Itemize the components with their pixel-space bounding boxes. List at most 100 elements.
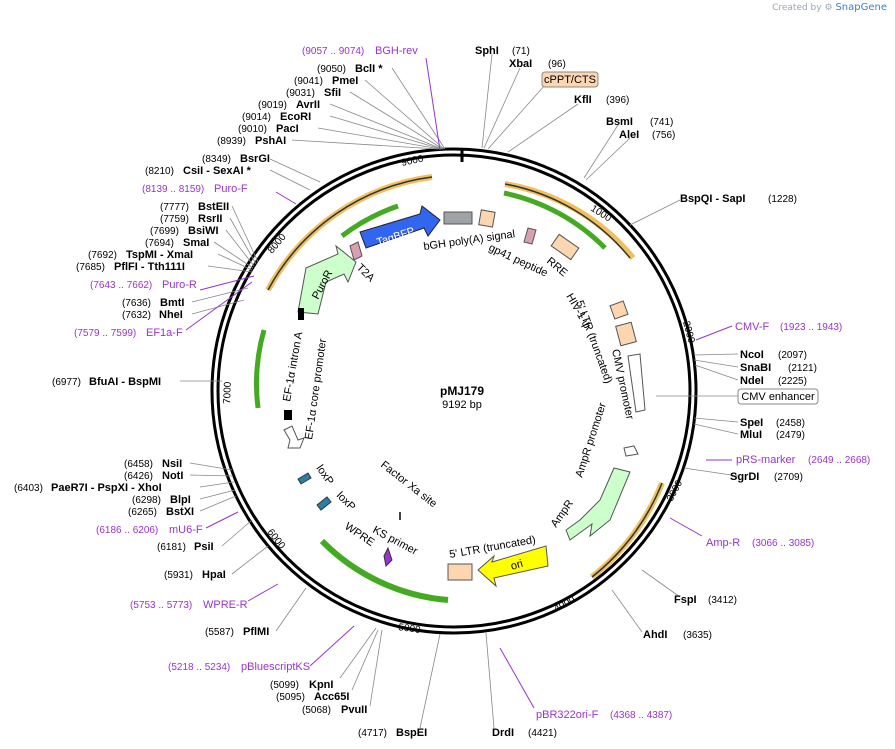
enzyme-ahdi: AhdI [643, 629, 667, 641]
snapgene-credit: Created by ⚙ SnapGene [772, 2, 887, 13]
enzyme-noti-pos: (6426) [124, 471, 153, 482]
enzyme-pmei-pos: (9041) [294, 76, 323, 87]
puror-arrow [297, 244, 357, 315]
enzyme-bsteii-pos: (7777) [160, 202, 189, 213]
enzyme-sgrdi: SgrDI [730, 471, 759, 483]
enzyme-snabi-pos: (2121) [788, 363, 817, 374]
ks-primer-mark [383, 546, 393, 568]
t2a-block [349, 241, 363, 261]
enzyme-avrii-pos: (9019) [258, 100, 287, 111]
enzyme-bcli-pos: (9050) [317, 64, 346, 75]
primer-puro-f-pos: (8139 .. 8159) [142, 184, 204, 195]
enzyme-pflmi: PflMI [243, 626, 269, 638]
enzyme-bsrgi-pos: (8349) [202, 154, 231, 165]
enzyme-paci-pos: (9010) [238, 124, 267, 135]
primer-prs-marker-pos: (2649 .. 2668) [808, 455, 870, 466]
enzyme-hpai: HpaI [202, 569, 226, 581]
enzyme-tspmi-xmai: TspMI - XmaI [126, 249, 193, 261]
ltr5-top-label: 5' LTR (truncated) [573, 299, 614, 385]
enzyme-pmei: PmeI [332, 75, 358, 87]
cmv-enhancer-label-box [737, 388, 819, 405]
primer-leader-lines [185, 57, 733, 709]
enzyme-ndei-pos: (2225) [778, 376, 807, 387]
cmv-enhancer-label: CMV enhancer [741, 391, 815, 403]
primer-pbluescriptks: pBluescriptKS [241, 661, 310, 673]
enzyme-pflfi-tth111i: PflFI - Tth111I [114, 261, 185, 273]
ampr-promoter-label: AmpR promoter [573, 401, 609, 479]
primer-pbr322ori-f: pBR322ori-F [536, 709, 599, 721]
green-arc-left-top [340, 203, 399, 238]
ori-arrow [477, 545, 549, 588]
primer-ef1a-f: EF1a-F [146, 327, 183, 339]
plasmid-size: 9192 bp [442, 399, 482, 411]
enzyme-sphi-pos: (71) [512, 46, 530, 57]
enzyme-bsteii: BstEII [198, 201, 229, 213]
primer-wpre-r-pos: (5753 .. 5773) [130, 600, 192, 611]
enzyme-rsrii: RsrII [198, 213, 222, 225]
enzyme-nhei: NheI [159, 309, 183, 321]
enzyme-bspqi-sapi: BspQI - SapI [680, 193, 745, 205]
orange-arc-se-core [591, 482, 663, 578]
primer-pbluescriptks-pos: (5218 .. 5234) [168, 662, 230, 673]
primer-bgh-rev-pos: (9057 .. 9074) [302, 46, 364, 57]
enzyme-xbai-pos: (96) [548, 59, 566, 70]
ori-label: ori [509, 558, 524, 573]
primer-amp-r-pos: (3066 .. 3085) [752, 538, 814, 549]
black-mark-puror [298, 308, 304, 320]
enzyme-bsmi: BsmI [606, 116, 633, 128]
enzyme-psii-pos: (6181) [157, 542, 186, 553]
snapgene-logo-icon: ⚙ [824, 3, 833, 13]
loxp2-label: loxP [334, 490, 358, 514]
cmv-promoter-arrow [627, 353, 646, 413]
enzyme-noti: NotI [162, 470, 183, 482]
enzyme-smai-pos: (7694) [145, 238, 174, 249]
enzyme-bmti-pos: (7636) [122, 298, 151, 309]
enzyme-rsrii-pos: (7759) [160, 214, 189, 225]
primer-bgh-rev: BGH-rev [375, 45, 418, 57]
enzyme-avrii: AvrII [296, 99, 320, 111]
enzyme-bsrgi: BsrGI [240, 153, 270, 165]
backbone-outer [210, 147, 698, 635]
cppt-block [478, 209, 496, 228]
gp41-label: gp41 peptide [487, 242, 550, 280]
ltr5-bottom-block [447, 563, 473, 581]
primer-mu6-f-pos: (6186 .. 6206) [96, 525, 158, 536]
primer-labels: (9057 .. 9074) BGH-rev (8139 .. 8159) Pu… [74, 45, 870, 721]
loxp2-mark [316, 496, 332, 511]
primer-puro-f: Puro-F [214, 183, 248, 195]
plasmid-name: pMJ179 [440, 384, 484, 398]
enzyme-sfii: SfiI [324, 87, 341, 99]
credit-brand: SnapGene [835, 2, 887, 13]
ef1a-core-label: EF-1α core promoter [303, 338, 329, 441]
tick-5000: 5000 [398, 622, 422, 636]
tick-4000: 4000 [552, 594, 577, 614]
enzyme-blpi-pos: (6298) [132, 495, 161, 506]
leader-lines [180, 53, 739, 729]
ampr-label: AmpR [549, 498, 576, 530]
primer-puro-r: Puro-R [162, 279, 197, 291]
green-arc-bottom [319, 538, 449, 603]
primer-cmv-f: CMV-F [735, 321, 770, 333]
enzyme-bsmi-pos: (741) [650, 117, 673, 128]
enzyme-acc65i-pos: (5095) [276, 692, 305, 703]
enzyme-paer7i-pspxi-xhoi: PaeR7I - PspXI - XhoI [51, 482, 162, 494]
primer-ef1a-f-pos: (7579 .. 7599) [74, 328, 136, 339]
t2a-label: T2A [354, 262, 377, 285]
enzyme-nhei-pos: (7632) [122, 310, 151, 321]
enzyme-bfuai-pos: (6977) [52, 377, 81, 388]
tick-9000: 9000 [400, 153, 424, 168]
enzyme-bfuai-bspmi: BfuAI - BspMI [89, 376, 161, 388]
enzyme-csii-sexai: CsiI - SexAI * [183, 165, 252, 177]
primer-pbr322ori-f-pos: (4368 .. 4387) [610, 710, 672, 721]
enzyme-bstxi-pos: (6265) [128, 507, 157, 518]
enzyme-paci: PacI [276, 123, 299, 135]
enzyme-tspmi-pos: (7692) [88, 250, 117, 261]
enzyme-ahdi-pos: (3635) [683, 630, 712, 641]
enzyme-snabi: SnaBI [740, 362, 771, 374]
orange-arc-left-core [267, 176, 433, 291]
primer-prs-marker: pRS-marker [736, 454, 796, 466]
orange-arc-right-core [504, 183, 631, 259]
enzyme-paer7i-pos: (6403) [14, 483, 43, 494]
enzyme-pflmi-pos: (5587) [205, 627, 234, 638]
